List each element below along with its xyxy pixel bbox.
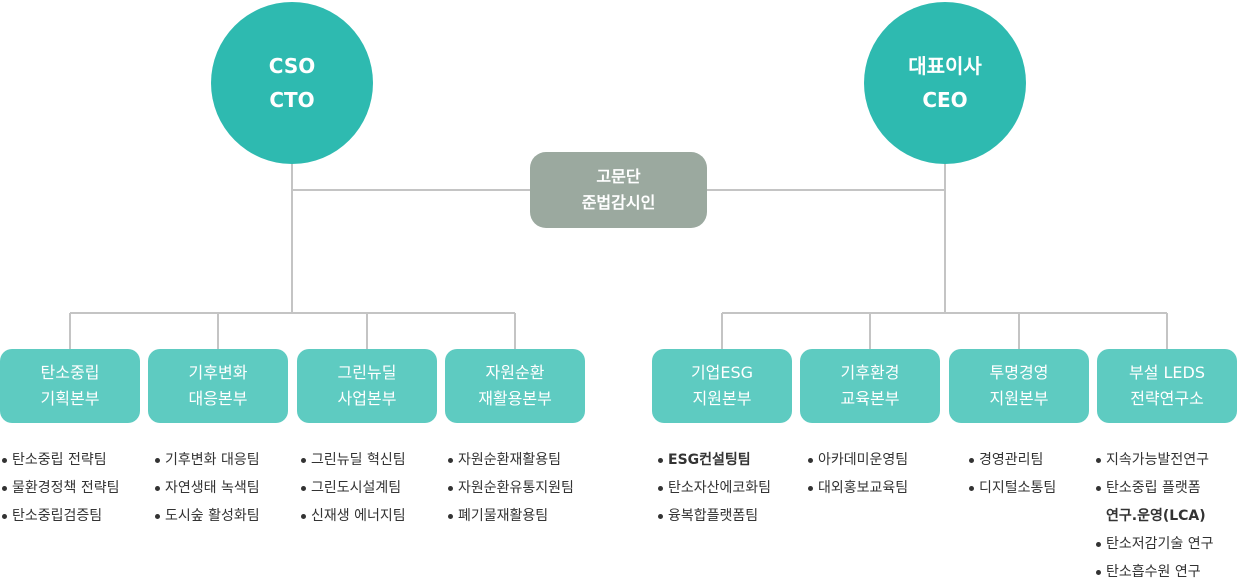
team-item: 자연생태 녹색팀 <box>153 474 260 502</box>
team-item: 그린뉴딜 혁신팀 <box>299 446 406 474</box>
division-line1: 그린뉴딜 <box>337 363 397 382</box>
cto-label: CTO <box>269 88 315 112</box>
division-line2: 재활용본부 <box>478 389 552 408</box>
team-item: ESG컨설팅팀 <box>656 446 771 474</box>
team-item: 융복합플랫폼팀 <box>656 502 771 530</box>
team-item: 지속가능발전연구 <box>1094 446 1214 474</box>
team-item: 탄소자산에코화팀 <box>656 474 771 502</box>
advisory-node: 고문단 준법감시인 <box>530 152 707 228</box>
division-line1: 부설 LEDS <box>1128 363 1206 382</box>
team-item: 그린도시설계팀 <box>299 474 406 502</box>
division-green-new-deal: 그린뉴딜 사업본부 <box>297 349 437 423</box>
ceo-label: CEO <box>922 88 968 112</box>
division-transparent-management: 투명경영 지원본부 <box>949 349 1089 423</box>
team-item-continued: 연구.운영(LCA) <box>1094 502 1214 530</box>
division-climate-response: 기후변화 대응본부 <box>148 349 288 423</box>
compliance-label: 준법감시인 <box>581 193 656 212</box>
team-item: 아카데미운영팀 <box>806 446 908 474</box>
team-item: 물환경정책 전략팀 <box>0 474 120 502</box>
division-line1: 투명경영 <box>989 363 1049 382</box>
cso-label: CSO <box>268 54 316 78</box>
division-line2: 사업본부 <box>337 389 397 408</box>
team-item: 탄소중립검증팀 <box>0 502 120 530</box>
team-item: 자원순환재활용팀 <box>446 446 574 474</box>
cso-cto-node: CSO CTO <box>211 2 373 164</box>
division-climate-education: 기후환경 교육본부 <box>800 349 940 423</box>
team-item: 폐기물재활용팀 <box>446 502 574 530</box>
division-line1: 탄소중립 <box>40 363 100 382</box>
ceo-node: 대표이사 CEO <box>864 2 1026 164</box>
division-line2: 기획본부 <box>40 389 100 408</box>
division-resource-recycling: 자원순환 재활용본부 <box>445 349 585 423</box>
division-line1: 자원순환 <box>485 363 545 382</box>
ceo-korean-label: 대표이사 <box>908 54 982 78</box>
team-item: 탄소중립 플랫폼 <box>1094 474 1214 502</box>
team-item-label: 연구.운영(LCA) <box>1106 508 1206 524</box>
division-corporate-esg: 기업ESG 지원본부 <box>652 349 792 423</box>
team-list-transparent-management: 경영관리팀 디지털소통팀 <box>967 446 1056 502</box>
team-list-climate-education: 아카데미운영팀 대외홍보교육팀 <box>806 446 908 502</box>
team-item: 신재생 에너지팀 <box>299 502 406 530</box>
team-item: 탄소저감기술 연구 <box>1094 530 1214 558</box>
team-item: 기후변화 대응팀 <box>153 446 260 474</box>
team-item: 탄소중립 전략팀 <box>0 446 120 474</box>
division-line2: 지원본부 <box>989 389 1049 408</box>
team-list-leds-institute: 지속가능발전연구 탄소중립 플랫폼 연구.운영(LCA) 탄소저감기술 연구 탄… <box>1094 446 1214 586</box>
division-line2: 교육본부 <box>840 389 900 408</box>
team-item: 자원순환유통지원팀 <box>446 474 574 502</box>
division-leds-institute: 부설 LEDS 전략연구소 <box>1097 349 1237 423</box>
division-line1: 기후변화 <box>188 363 248 382</box>
team-item: 탄소흡수원 연구 <box>1094 558 1214 586</box>
team-item-label: ESG컨설팅팀 <box>668 452 751 468</box>
division-carbon-neutral-planning: 탄소중립 기획본부 <box>0 349 140 423</box>
division-line1: 기업ESG <box>690 363 754 382</box>
team-item: 대외홍보교육팀 <box>806 474 908 502</box>
team-list-carbon-neutral-planning: 탄소중립 전략팀 물환경정책 전략팀 탄소중립검증팀 <box>0 446 120 530</box>
division-line2: 지원본부 <box>692 389 752 408</box>
team-list-resource-recycling: 자원순환재활용팀 자원순환유통지원팀 폐기물재활용팀 <box>446 446 574 530</box>
team-item: 경영관리팀 <box>967 446 1056 474</box>
team-item: 디지털소통팀 <box>967 474 1056 502</box>
team-list-green-new-deal: 그린뉴딜 혁신팀 그린도시설계팀 신재생 에너지팀 <box>299 446 406 530</box>
advisory-label: 고문단 <box>596 167 641 186</box>
division-line2: 대응본부 <box>188 389 248 408</box>
team-list-climate-response: 기후변화 대응팀 자연생태 녹색팀 도시숲 활성화팀 <box>153 446 260 530</box>
division-line2: 전략연구소 <box>1130 389 1204 408</box>
team-list-corporate-esg: ESG컨설팅팀 탄소자산에코화팀 융복합플랫폼팀 <box>656 446 771 530</box>
team-item: 도시숲 활성화팀 <box>153 502 260 530</box>
division-line1: 기후환경 <box>840 363 900 382</box>
